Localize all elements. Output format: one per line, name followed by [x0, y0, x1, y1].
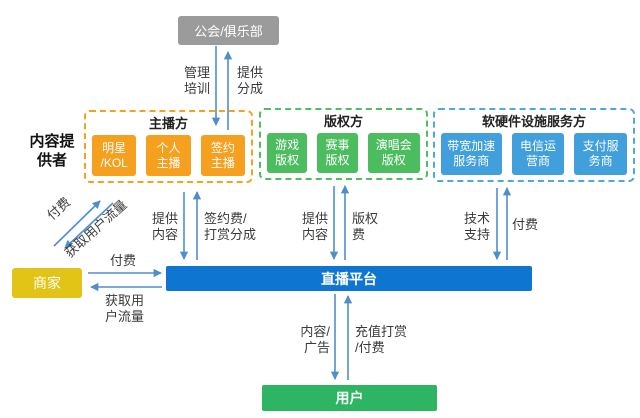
copyright-item-game: 游戏 版权 [267, 133, 308, 173]
anchor-item-star-kol: 明星 /KOL [92, 135, 137, 176]
label-service-pay: 付费 [512, 217, 539, 232]
service-group-items: 带宽加速 服务商 电信运 营商 支付服 务商 [441, 133, 628, 175]
anchor-group-title: 主播方 [148, 116, 188, 131]
service-item-telecom: 电信运 营商 [511, 133, 565, 175]
label-recharge-tip-pay: 充值打赏 /付费 [355, 324, 408, 355]
anchor-item-individual: 个人 主播 [146, 135, 191, 176]
copyright-group-items: 游戏 版权 赛事 版权 演唱会 版权 [267, 133, 420, 173]
anchor-item-signed: 签约 主播 [200, 135, 245, 176]
label-diagonal-pay: 付费 [43, 194, 74, 223]
label-tech-support: 技术 支持 [463, 211, 490, 242]
service-item-payment: 支付服 务商 [574, 133, 628, 175]
label-content-ad: 内容/ 广告 [300, 324, 330, 355]
label-merchant-get-traffic: 获取用 户流量 [105, 293, 145, 324]
label-merchant-pay: 付费 [109, 253, 136, 268]
service-group: 软硬件设施服务方 带宽加速 服务商 电信运 营商 支付服 务商 [433, 108, 635, 182]
label-provide-content-copyright: 提供 内容 [301, 211, 328, 242]
copyright-group: 版权方 游戏 版权 赛事 版权 演唱会 版权 [259, 108, 428, 180]
label-provide-content-anchor: 提供 内容 [151, 211, 178, 242]
label-sign-fee-share: 签约费/ 打赏分成 [204, 211, 257, 242]
live-platform-node: 直播平台 [166, 266, 532, 291]
guild-club-node: 公会/俱乐部 [178, 16, 279, 45]
anchor-group: 主播方 明星 /KOL 个人 主播 签约 主播 [84, 110, 253, 183]
content-provider-label: 内容提 供者 [29, 133, 75, 169]
merchant-node: 商家 [12, 268, 82, 298]
service-item-bandwidth: 带宽加速 服务商 [441, 133, 502, 175]
copyright-group-title: 版权方 [323, 114, 363, 129]
copyright-item-event: 赛事 版权 [317, 133, 358, 173]
copyright-item-concert: 演唱会 版权 [367, 133, 420, 173]
user-node: 用户 [262, 385, 437, 411]
label-manage-training: 管理 培训 [183, 65, 210, 96]
label-copyright-fee: 版权 费 [352, 211, 379, 242]
service-group-title: 软硬件设施服务方 [481, 114, 586, 129]
label-provide-share: 提供 分成 [236, 65, 263, 96]
anchor-group-items: 明星 /KOL 个人 主播 签约 主播 [92, 135, 245, 176]
